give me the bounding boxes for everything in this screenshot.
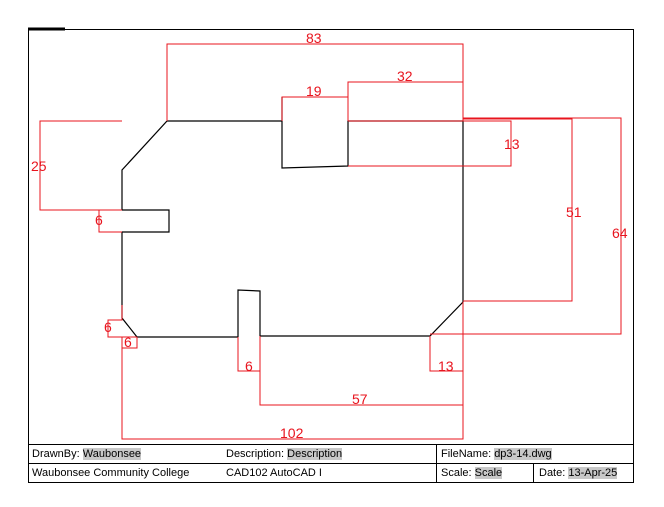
drawn-by-field: DrawnBy: Waubonsee [32, 447, 142, 461]
dim-6-bottom-left: 6 [124, 334, 132, 350]
date-value: 13-Apr-25 [568, 467, 618, 479]
part-outline [121, 97, 464, 338]
date-label: Date: [539, 467, 566, 479]
date-field: Date: 13-Apr-25 [539, 466, 618, 480]
dim-6-tab: 6 [245, 358, 253, 374]
drawn-by-label: DrawnBy: [32, 448, 80, 460]
dim-6-slot: 6 [95, 212, 103, 228]
drawn-by-value: Waubonsee [82, 448, 142, 460]
dim-102: 102 [280, 425, 304, 441]
filename-field: FileName: dp3-14.dwg [441, 447, 552, 461]
dimension-labels: 83 19 32 13 25 6 51 64 6 6 6 13 57 102 [31, 30, 628, 441]
description-field: Description: Description [226, 447, 343, 461]
dim-13-bottom: 13 [438, 358, 454, 374]
scale-label: Scale: [441, 467, 472, 479]
dim-25: 25 [31, 158, 47, 174]
dim-19: 19 [306, 83, 322, 99]
description-label: Description: [226, 448, 285, 460]
school-name: Waubonsee Community College [32, 467, 190, 479]
description-value: Description [287, 448, 343, 460]
filename-value: dp3-14.dwg [494, 448, 552, 460]
dim-6-left: 6 [104, 319, 112, 335]
dim-57: 57 [352, 391, 368, 407]
filename-label: FileName: [441, 448, 492, 460]
dim-13-top: 13 [504, 136, 520, 152]
course-name: CAD102 AutoCAD I [226, 467, 322, 479]
drawing-border [28, 27, 634, 483]
scale-field: Scale: Scale [441, 466, 503, 480]
dim-32: 32 [397, 68, 413, 84]
dim-64: 64 [612, 225, 628, 241]
dim-83: 83 [306, 30, 322, 46]
dim-51: 51 [566, 204, 582, 220]
dimension-lines [39, 43, 622, 440]
scale-value: Scale [474, 467, 503, 479]
